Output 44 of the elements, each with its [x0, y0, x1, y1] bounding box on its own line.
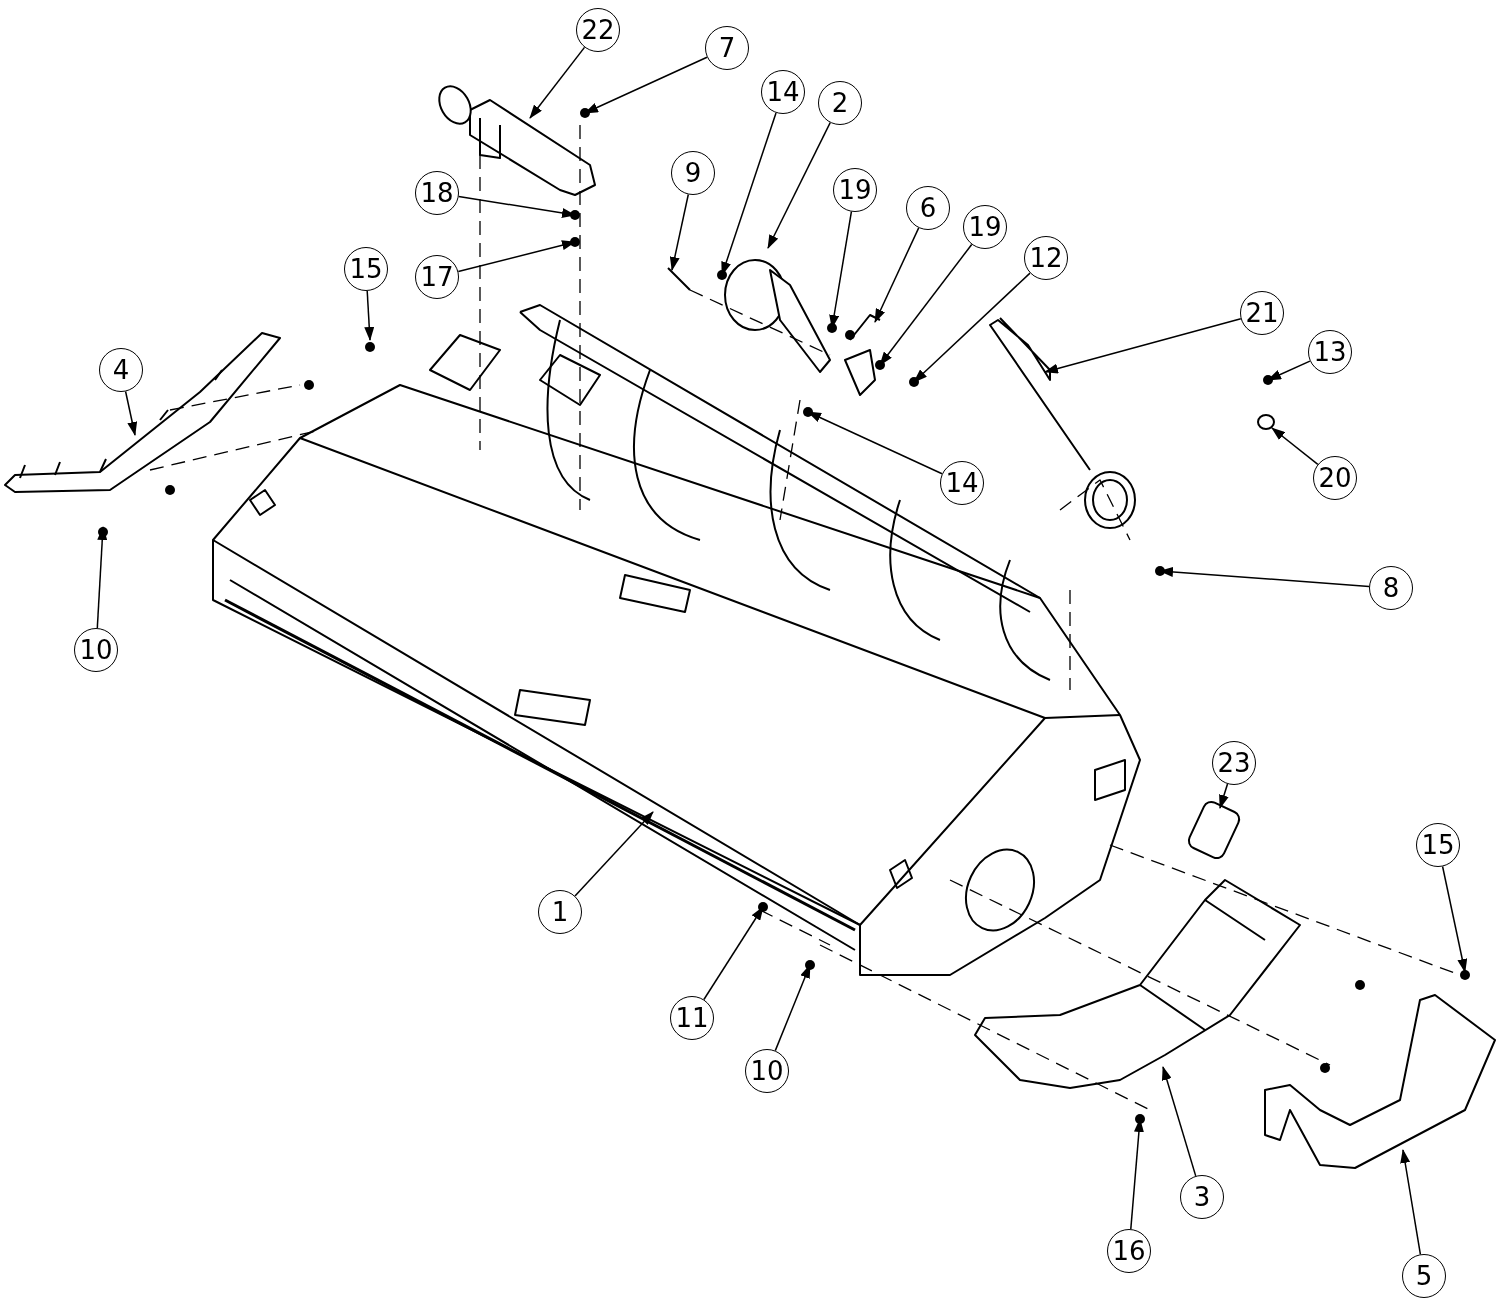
callout-number: 22: [576, 8, 620, 52]
callout-number: 15: [344, 247, 388, 291]
leader-line: [1161, 1066, 1197, 1177]
callout-number: 12: [1024, 236, 1068, 280]
callout-number: 9: [671, 151, 715, 195]
callout-number: 3: [1180, 1175, 1224, 1219]
leader-line: [1441, 865, 1468, 973]
callout-number: 5: [1402, 1254, 1446, 1298]
callout-number: 13: [1308, 330, 1352, 374]
callout-number: 7: [705, 26, 749, 70]
callout-number: 14: [761, 70, 805, 114]
leader-line: [1400, 1149, 1422, 1256]
callout-number: 8: [1369, 566, 1413, 610]
callout-number: 23: [1212, 741, 1256, 785]
leader-line: [879, 243, 973, 366]
callout-number: 6: [906, 186, 950, 230]
leader-line: [1219, 783, 1229, 809]
callout-number: 16: [1107, 1229, 1151, 1273]
callout-number: 14: [940, 461, 984, 505]
leader-line: [1271, 427, 1319, 466]
leader-line: [913, 272, 1031, 383]
callout-number: 10: [74, 628, 118, 672]
leader-line: [364, 290, 375, 341]
callout-number: 1: [538, 890, 582, 934]
leader-line: [574, 811, 654, 897]
callout-number: 18: [415, 171, 459, 215]
leader-line: [1044, 318, 1242, 374]
callout-number: 19: [833, 168, 877, 212]
leader-line: [767, 121, 831, 249]
leader-line: [874, 227, 920, 323]
leader-line: [669, 193, 690, 271]
leader-line: [96, 526, 108, 629]
callout-number: 17: [415, 255, 459, 299]
callout-number: 19: [963, 205, 1007, 249]
callout-number: 10: [745, 1049, 789, 1093]
callout-number: 11: [670, 996, 714, 1040]
callout-number: 2: [818, 81, 862, 125]
callout-number: 20: [1313, 456, 1357, 500]
leader-line: [529, 46, 586, 119]
callout-number: 21: [1240, 291, 1284, 335]
callout-number: 4: [99, 348, 143, 392]
leader-line: [124, 390, 138, 436]
callout-number: 15: [1416, 823, 1460, 867]
leader-line: [703, 906, 764, 1001]
